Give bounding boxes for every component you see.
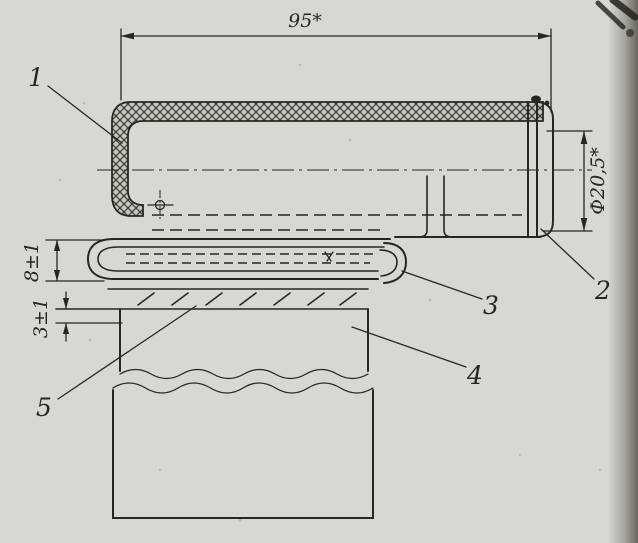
dimension-height-outer: 8±1	[21, 239, 105, 282]
cuff-inner-contour	[97, 246, 385, 272]
leader-line-4	[351, 326, 467, 368]
leader-line-1	[47, 85, 123, 144]
page-edge-shadow	[608, 0, 638, 543]
inner-rib	[418, 175, 453, 238]
adhesive-layer	[55, 288, 369, 310]
leader-line-5	[57, 305, 197, 400]
dimdia-arrow-bottom	[580, 218, 588, 231]
dim3-arrow-bottom	[62, 323, 70, 334]
dimdia-text: Ф20,5*	[587, 147, 609, 215]
nozzle-bead-dot	[544, 100, 550, 106]
dim8-arrow-top	[53, 240, 61, 251]
dimensions: 95* Ф20,5* 8±1 3±1	[21, 10, 609, 342]
strip-upper-edges	[119, 308, 369, 372]
corner-mark-2	[609, 0, 638, 21]
leader-line-3	[401, 270, 483, 300]
corner-blotch	[626, 29, 634, 37]
strip-break-wave-top	[119, 368, 369, 380]
corner-mark-1	[595, 0, 626, 30]
cuff-bead-inner	[379, 249, 398, 277]
part-label-3: 3	[483, 291, 499, 320]
part-labels: 1 2 3 4 5	[28, 63, 611, 422]
dim8-text: 8±1	[21, 242, 43, 282]
cuff-hidden-lines	[126, 253, 374, 264]
part-label-2: 2	[594, 276, 611, 305]
crosshatched-wall-section	[111, 101, 544, 217]
part-label-4: 4	[466, 361, 483, 390]
strip-lower-rectangle	[112, 389, 374, 519]
dim3-arrow-top	[62, 298, 70, 309]
part-label-1: 1	[28, 63, 44, 92]
paper-speckles	[58, 63, 602, 522]
part-geometry	[55, 95, 592, 519]
hidden-bore-lines	[152, 214, 522, 231]
dimension-height-inner: 3±1	[30, 291, 123, 342]
part-label-5: 5	[36, 393, 52, 422]
nozzle-bead-blob	[531, 95, 541, 103]
dim8-extension-lines	[45, 239, 105, 282]
leader-line-2	[540, 228, 595, 280]
dim3-text: 3±1	[30, 298, 52, 338]
strip-break-wave-bottom	[112, 382, 374, 394]
adhesive-slash-ticks	[137, 292, 357, 306]
dim95-arrow-right	[538, 32, 551, 40]
dim95-arrow-left	[121, 32, 134, 40]
hanging-strip	[112, 308, 374, 519]
cuff-cross-mark	[324, 251, 334, 262]
dim95-text: 95*	[288, 10, 322, 32]
dimdia-arrow-top	[580, 131, 588, 144]
crosshair-mark	[147, 190, 174, 220]
dimension-diameter-right: Ф20,5*	[542, 130, 609, 232]
nozzle-flange-lines	[527, 101, 538, 238]
dimension-length-top: 95*	[120, 10, 552, 113]
cuff-bead-outer	[383, 242, 408, 284]
dim95-extension-lines	[120, 28, 552, 113]
dim8-arrow-bottom	[53, 270, 61, 281]
scan-artifacts	[58, 0, 638, 543]
